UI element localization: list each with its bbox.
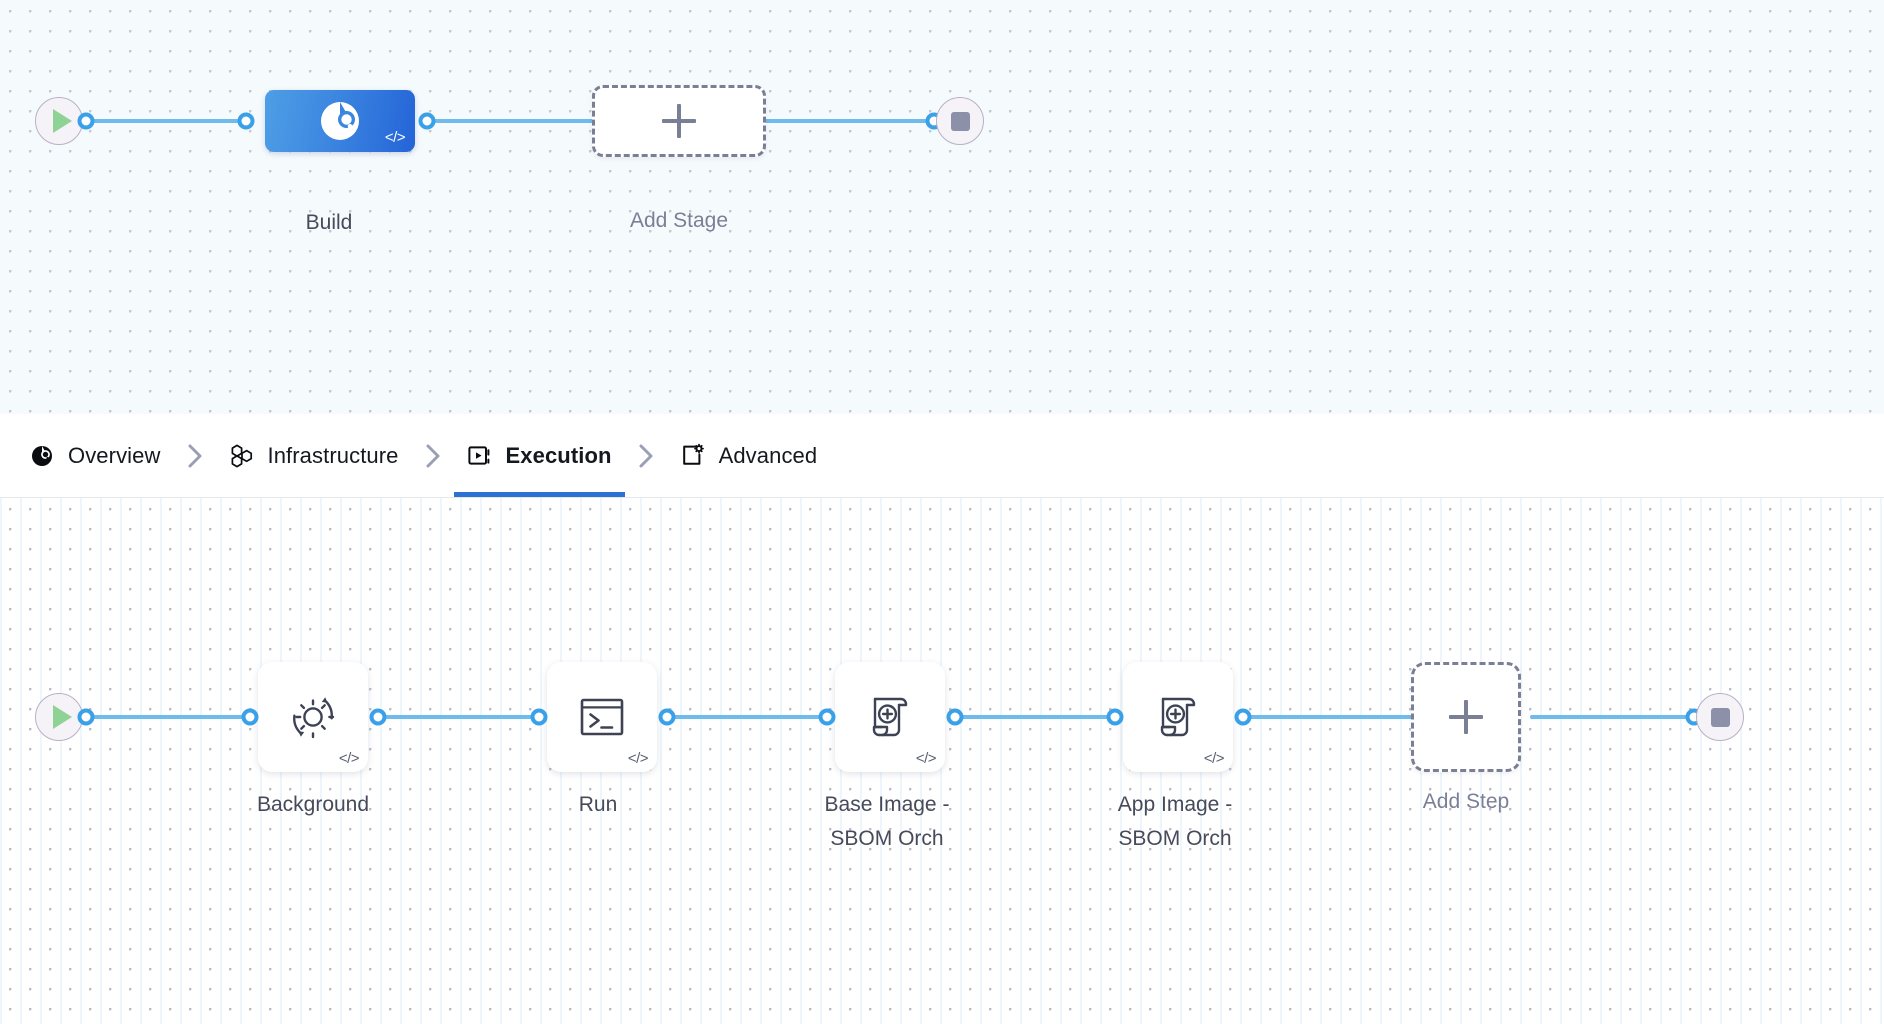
step-node-run[interactable]: </> xyxy=(547,662,657,772)
code-badge-icon: </> xyxy=(627,750,649,767)
port-build-out[interactable] xyxy=(418,112,436,130)
stage-config-tab-bar: Overview Infrastructure xyxy=(0,414,1884,498)
terminal-icon xyxy=(580,698,624,736)
execution-play-box-icon xyxy=(467,443,493,469)
stop-icon xyxy=(950,111,970,131)
chevron-right-icon xyxy=(426,444,440,467)
edge-addstage-to-end xyxy=(760,119,940,123)
step-node-base-image-sbom[interactable]: </> xyxy=(835,662,945,772)
tab-label-infrastructure: Infrastructure xyxy=(267,442,399,468)
build-ci-icon xyxy=(320,102,359,140)
port-app-image-in[interactable] xyxy=(1106,708,1124,726)
hexagon-cluster-icon xyxy=(229,443,255,469)
pipeline-start-node[interactable] xyxy=(35,97,83,145)
chevron-right-icon xyxy=(188,444,201,467)
port-base-image-out[interactable] xyxy=(946,708,964,726)
plus-icon xyxy=(1449,700,1483,734)
code-badge-icon: </> xyxy=(338,750,360,767)
step-node-background[interactable]: </> xyxy=(258,662,368,772)
advanced-gear-box-icon xyxy=(680,443,706,469)
edge-build-to-addstage xyxy=(423,119,603,123)
tab-advanced[interactable]: Advanced xyxy=(667,414,831,497)
tab-separator-3 xyxy=(625,441,667,471)
add-stage-node[interactable] xyxy=(592,85,766,157)
plus-icon xyxy=(662,104,696,138)
overview-pie-icon xyxy=(29,443,55,469)
code-badge-icon: </> xyxy=(915,750,937,767)
edge-start-to-background xyxy=(78,715,254,719)
gear-refresh-icon xyxy=(293,697,335,739)
step-node-app-image-sbom[interactable]: </> xyxy=(1123,662,1233,772)
stage-label-build: Build xyxy=(305,211,353,234)
add-step-node[interactable] xyxy=(1411,662,1521,772)
pipeline-end-node[interactable] xyxy=(936,97,984,145)
stage-graph-canvas[interactable]: </> Build Add Stage xyxy=(0,0,1884,414)
code-badge-icon: </> xyxy=(1203,750,1225,767)
play-icon xyxy=(52,705,72,729)
port-exec-start-out[interactable] xyxy=(77,708,95,726)
edge-addstep-to-end xyxy=(1530,715,1700,719)
execution-steps-canvas[interactable]: </> Background </> Run xyxy=(0,498,1884,1024)
stage-node-build[interactable]: </> xyxy=(265,90,415,152)
stop-icon xyxy=(1710,707,1730,727)
add-step-label: Add Step xyxy=(1422,790,1510,813)
tab-label-overview: Overview xyxy=(68,442,161,468)
edge-start-to-build xyxy=(78,119,243,123)
sbom-scroll-icon xyxy=(1160,697,1196,737)
add-stage-label: Add Stage xyxy=(629,209,729,232)
tab-execution[interactable]: Execution xyxy=(453,414,625,497)
step-label-base-image-sbom: Base Image - SBOM Orch xyxy=(824,793,950,850)
edge-run-to-baseimage xyxy=(663,715,835,719)
execution-end-node[interactable] xyxy=(1696,693,1744,741)
edge-baseimage-to-appimage xyxy=(951,715,1123,719)
port-app-image-out[interactable] xyxy=(1234,708,1252,726)
execution-start-node[interactable] xyxy=(35,693,83,741)
tab-separator-1 xyxy=(174,441,216,471)
port-start-out[interactable] xyxy=(77,112,95,130)
step-label-run: Run xyxy=(578,793,618,816)
tab-overview[interactable]: Overview xyxy=(16,414,174,497)
step-label-background: Background xyxy=(256,793,370,816)
edge-appimage-to-addstep xyxy=(1240,715,1412,719)
port-build-in[interactable] xyxy=(237,112,255,130)
tab-infrastructure[interactable]: Infrastructure xyxy=(216,414,412,497)
chevron-right-icon xyxy=(639,444,653,467)
port-base-image-in[interactable] xyxy=(818,708,836,726)
port-background-in[interactable] xyxy=(241,708,259,726)
port-run-out[interactable] xyxy=(658,708,676,726)
step-label-app-image-sbom: App Image - SBOM Orch xyxy=(1117,793,1233,850)
tab-separator-2 xyxy=(412,441,454,471)
tab-label-execution: Execution xyxy=(505,442,612,468)
port-run-in[interactable] xyxy=(530,708,548,726)
port-background-out[interactable] xyxy=(369,708,387,726)
edge-background-to-run xyxy=(374,715,546,719)
code-badge-icon: </> xyxy=(384,129,406,146)
play-icon xyxy=(52,109,72,133)
tab-label-advanced: Advanced xyxy=(718,442,818,468)
sbom-scroll-icon xyxy=(872,697,908,737)
